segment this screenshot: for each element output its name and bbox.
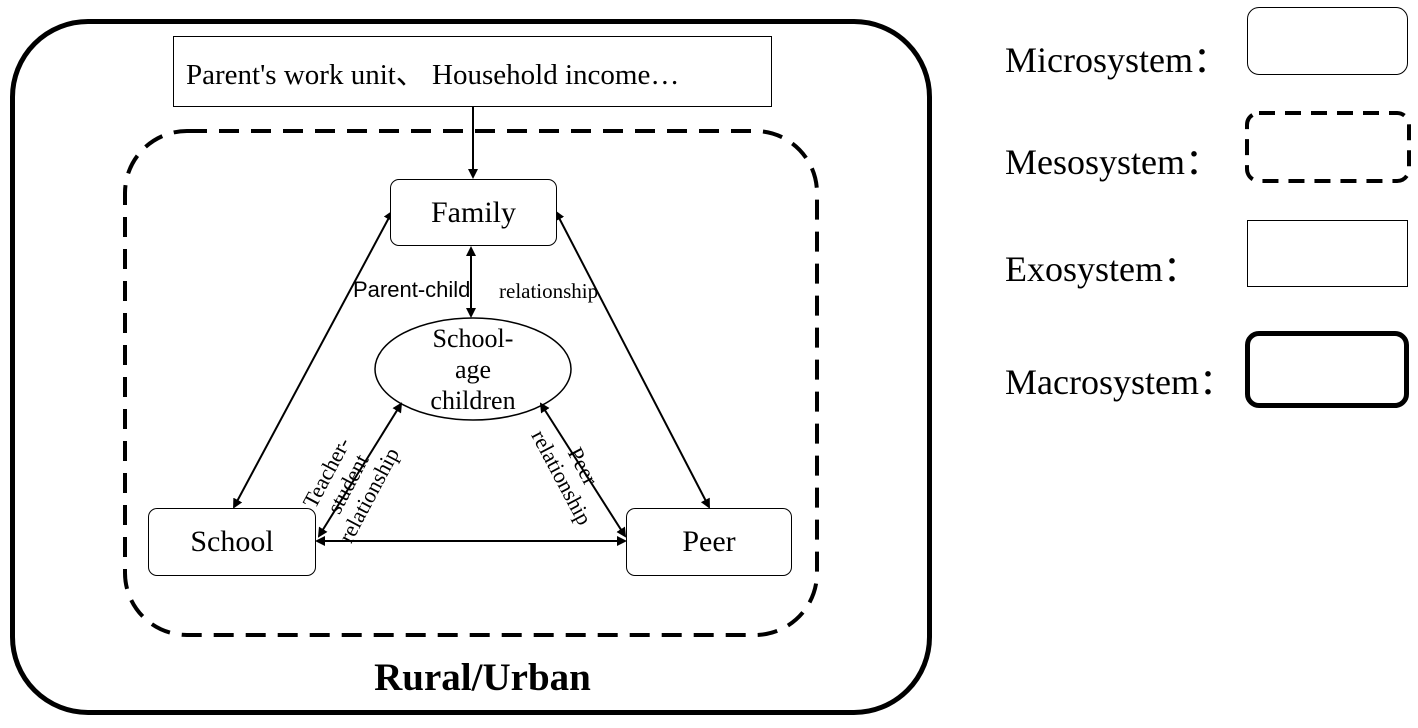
peer-label: Peer [682,525,736,558]
exosystem-text: Parent's work unit、 Household income… [186,58,680,91]
child-label: School- age children [375,318,571,420]
arrow-child-peer [539,402,627,538]
macrosystem-box [10,19,932,715]
arrow-family-peer [555,210,710,509]
legend-macrosystem-label: Macrosystem： [1005,362,1235,402]
mesosystem-box [123,129,819,637]
exosystem-box: Parent's work unit、 Household income… [173,36,772,107]
child-label-line-2: age [454,354,492,384]
school-label: School [190,525,274,558]
parent-child-label-a: Parent-child [353,277,471,302]
family-node: Family [390,179,557,246]
region-title: Rural/Urban [374,656,591,699]
legend-microsystem-swatch [1247,7,1408,75]
family-label: Family [430,195,516,229]
legend-microsystem-label: Microsystem： [1005,40,1229,80]
arrow-family-school [233,210,393,509]
peer-node: Peer [626,508,792,576]
child-label-line-3: children [430,385,516,415]
legend-exosystem-swatch [1247,220,1408,287]
legend-exosystem-label: Exosystem： [1005,249,1199,289]
legend-macrosystem-swatch [1245,331,1409,408]
legend-mesosystem-label: Mesosystem： [1005,142,1222,182]
school-node: School [148,508,316,576]
legend-mesosystem-swatch [1245,111,1411,183]
arrow-child-school [317,402,403,538]
parent-child-label-b: relationship [499,279,599,303]
child-label-line-1: School- [432,323,514,353]
